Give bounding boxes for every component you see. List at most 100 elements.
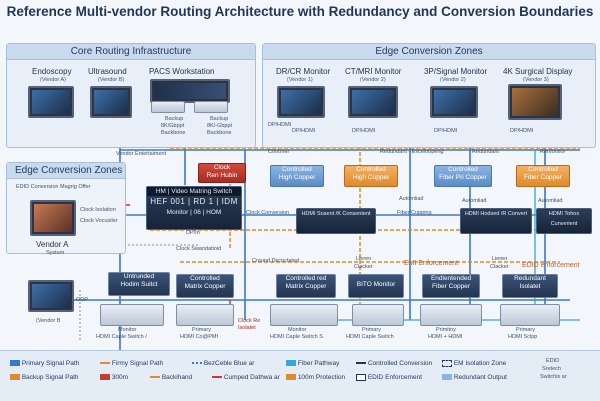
automliad-label-3: Automliad	[538, 198, 563, 204]
ctrl2-title: Controlled	[356, 166, 386, 173]
ct-monitor	[348, 86, 398, 118]
hdmi-switch-device-3	[270, 304, 338, 326]
primary-label-r3: Primary	[516, 327, 535, 333]
ctrl1-title: Controlled	[282, 166, 312, 173]
ctrl2-sub: High Copper	[352, 174, 390, 181]
legend-cumped-swatch	[212, 376, 222, 379]
ct-monitor-label: CT/MRI Monitor	[345, 67, 402, 76]
hdmi-switch-device-5	[420, 304, 482, 326]
ctrl3-sub: Fiber Pri Copper	[439, 174, 487, 181]
legend-protection: 100m Protection	[286, 374, 345, 381]
legend-primary-text: Primary Signal Path	[21, 360, 80, 367]
legend-redundant-swatch	[442, 374, 452, 381]
legend-firmy: Firmy Signal Path	[100, 360, 163, 367]
backup2-device	[194, 101, 228, 113]
legend-backhand-text: Backihand	[161, 374, 193, 381]
hdmi-switch-device-6	[500, 304, 560, 326]
pacs-workstation	[150, 79, 230, 103]
legend-protection-swatch	[286, 374, 296, 381]
dp-hdmi-3: DP/HDMI	[352, 128, 376, 134]
diagram-title: Reference Multi-vendor Routing Architect…	[6, 4, 594, 19]
endoscopy-vendor: (Vendor A)	[40, 77, 66, 83]
odp-label: ODP	[76, 297, 88, 303]
surgical-vendor: (Vendor 3)	[523, 77, 549, 83]
surgical-display	[508, 84, 562, 120]
backup1-label: Backup	[165, 116, 184, 122]
vendor-a-label: Vendor A	[36, 240, 69, 249]
redund-title: Redundant	[514, 275, 546, 282]
matrix-row2: Monitor | 06 | HOM	[166, 209, 222, 216]
clock-isolation-label: Clock Isolation	[80, 207, 116, 213]
backup2-label-c: Backbone	[207, 130, 232, 136]
ctrl-red-title: Controlled red	[285, 275, 327, 282]
legend-backup-swatch	[10, 374, 20, 381]
backup1-device	[151, 101, 185, 113]
legend-fiber: Fiber Pathway	[286, 360, 339, 367]
redundant-label-2: Redundant	[472, 149, 499, 155]
core-routing-header: Core Routing Infrastructure	[7, 44, 255, 60]
vendor-entertainment-label: Vendor Entertaiment	[116, 151, 167, 157]
legend-em-text: EM Isolation Zone	[453, 360, 507, 368]
hdmi-converter-3: HDMI Tohos Cunverient	[536, 208, 592, 234]
contrrier-label: Contrrier	[268, 149, 290, 155]
legend-bezcable-swatch	[192, 362, 202, 365]
vendor-b-label: (Vendor B	[36, 318, 61, 324]
legend-protection-text: 100m Protection	[297, 374, 346, 381]
video-matrix-switch: HM | Video Matring Switch HEF 001 | RD 1…	[146, 186, 242, 230]
fiber-cupping-label: Fiber/Cupping	[397, 210, 432, 216]
endoscopy-label: Endoscopy	[32, 67, 72, 76]
backup1-label-c: Backbone	[161, 130, 186, 136]
edge-zones-inner-header: Edge Conversion Zones	[7, 163, 125, 179]
ct-vendor: (Vendor 2)	[360, 77, 386, 83]
pacs-label: PACS Workstation	[149, 67, 215, 76]
legend-edid-text: EDID Enforcement	[367, 374, 422, 382]
bito-monitor-box: BITO Monitor	[348, 274, 404, 298]
dp-hdmi-5: DP/HDMI	[510, 128, 534, 134]
legend-controlled-text: Controlled Conversion	[367, 360, 433, 367]
dp-hdmi-1: DP/HDMI	[268, 122, 292, 128]
ctrl1-sub: High Copper	[278, 174, 316, 181]
legend-edid-swatch	[356, 374, 366, 381]
legend-primary-swatch	[10, 360, 20, 367]
automliad-label-1: Automliad	[399, 196, 424, 202]
clock-box-sub: Ren Hubin	[206, 172, 238, 179]
endoscopy-monitor	[28, 86, 74, 118]
legend-edid-right-2: Sretech	[542, 366, 561, 372]
edid-conversion-label: EDID Conversion Magrig Offer	[16, 184, 91, 190]
ground-label: Cround Dscnctated	[252, 258, 300, 264]
dr-monitor-label: DR/CR Monitor	[276, 67, 331, 76]
edge-zones-inner-panel: Edge Conversion Zones	[6, 162, 126, 254]
edid-enforcement-label: EDID enforcement	[522, 262, 580, 269]
hdmi-switch-device-2	[176, 304, 234, 326]
primary-label-r4: HDMI Sclpp	[508, 334, 538, 340]
dr-vendor: (Vendor 1)	[287, 77, 313, 83]
signal-monitor	[430, 86, 478, 118]
dp-hdmi-2: DP/HDMI	[292, 128, 316, 134]
clock-vocuxiler-label: Clock Vocuxiler	[80, 218, 118, 224]
clock-box: Clock Ren Hubin	[198, 163, 246, 183]
hdmi-switch-device-4	[352, 304, 404, 326]
signal-monitor-label: 3P/Signal Monitor	[424, 67, 488, 76]
hdmi-converter-1: HDMI Sosent /K Consentent	[296, 208, 376, 234]
legend-controlled-swatch	[356, 362, 366, 365]
monitor-label-right: Monitor	[288, 327, 307, 333]
legend-edid-right: EDID	[546, 358, 560, 364]
matrix-row1: HEF 001 | RD 1 | IDM	[150, 197, 238, 206]
endl-sub: Fiber Copper	[432, 283, 470, 290]
untrunded-sub: Hodim Suitct	[120, 281, 158, 288]
ctrl-red-sub: Matrix Copper	[285, 283, 327, 290]
surgical-display-label: 4K Surgical Display	[503, 67, 573, 76]
endl-title: Endlentended	[430, 275, 472, 282]
redund-sub: Isolatet	[519, 283, 541, 290]
legend-cumped-text: Cumped Dathwa ar	[223, 374, 280, 381]
monitor-label-left-2: HDMI Caple Switch /	[96, 334, 147, 340]
legend-bezcable-text: BezCeble Blue ar	[203, 360, 255, 367]
legend-fiber-swatch	[286, 360, 296, 367]
legend-primary: Primary Signal Path	[10, 360, 79, 367]
ctrl-matrix-title: Controlled	[190, 275, 220, 282]
clock-swandatioid-label: Clock Swandatioid	[176, 246, 222, 252]
lieren-clacker-2: Clacker	[490, 264, 509, 270]
clock-box-title: Clock	[213, 164, 231, 171]
